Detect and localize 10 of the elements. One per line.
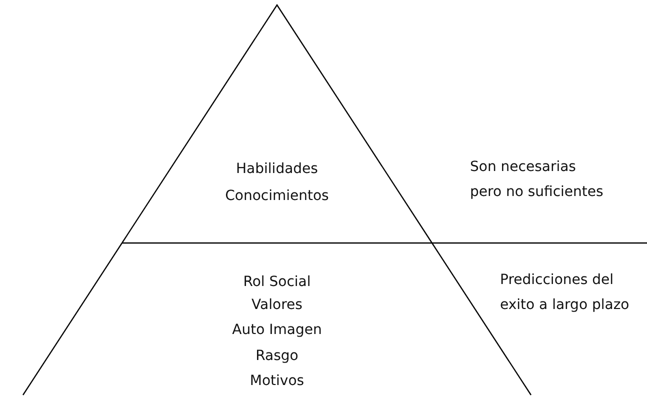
section-text: Rasgo (256, 347, 298, 365)
section-text: Habilidades (236, 160, 318, 178)
side-note: Predicciones del exito a largo plazo (500, 271, 630, 315)
pyramid-section (122, 5, 432, 243)
side-note: Son necesarias pero no suficientes (470, 158, 604, 202)
section-text: Valores (252, 296, 302, 314)
section-text: Conocimientos (225, 187, 329, 205)
section-text: Rol Social (243, 273, 311, 291)
section-text: Motivos (250, 372, 304, 390)
section-text: Auto Imagen (232, 321, 322, 339)
